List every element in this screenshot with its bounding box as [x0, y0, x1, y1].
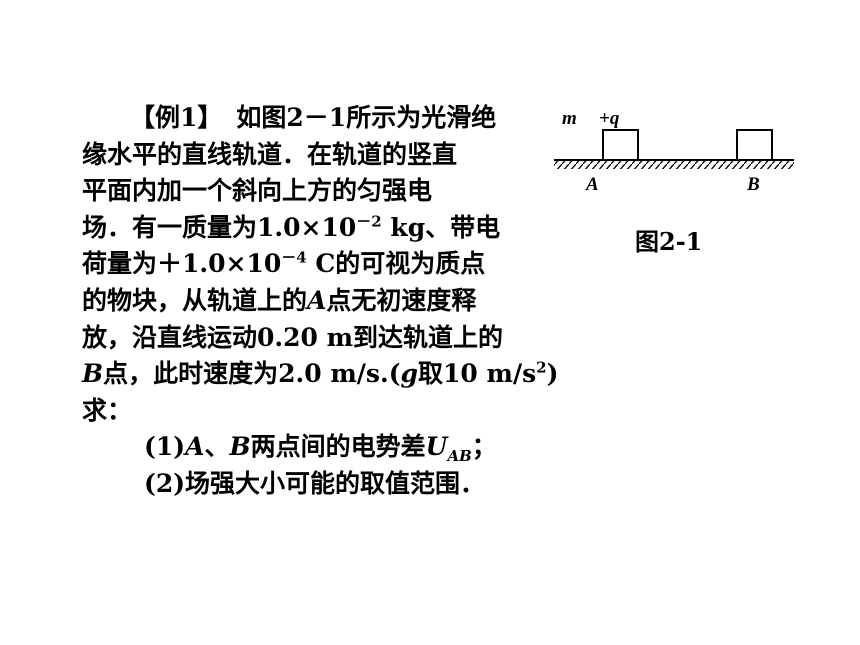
question-1-point-b: B: [229, 432, 251, 462]
problem-line-6-start: 的物块，从轨道上的: [82, 285, 308, 315]
potential-difference-subscript: AB: [447, 447, 472, 466]
question-2: (2)场强大小可能的取值范围．: [144, 468, 486, 498]
charge-label: +q: [599, 108, 620, 129]
track-hatching: [554, 161, 794, 169]
question-1: (1)A、B两点间的电势差UAB；: [82, 429, 552, 466]
track-figure: m +q A B: [554, 108, 794, 195]
problem-text: 【例1】如图2－1所示为光滑绝 缘水平的直线轨道．在轨道的竖直 平面内加一个斜向…: [82, 100, 558, 503]
charge-unit-text: C的可视为质点: [306, 249, 486, 279]
point-b-variable: B: [82, 359, 104, 389]
problem-line-4: 场．有一质量为1.0×10－2 kg、带电: [82, 210, 552, 247]
question-1-separator: 、: [204, 432, 230, 462]
problem-line-9: 求：: [82, 395, 133, 425]
point-a-label: A: [585, 174, 599, 195]
charge-exponent: －4: [281, 249, 307, 268]
problem-line-3: 平面内加一个斜向上方的匀强电: [82, 176, 433, 206]
point-b-label: B: [746, 174, 760, 195]
problem-line-6: 的物块，从轨道上的A点无初速度释: [82, 283, 552, 320]
mass-text: 场．有一质量为1.0×10: [82, 212, 357, 242]
point-a-variable: A: [307, 285, 327, 315]
block-a: [602, 129, 639, 161]
mass-unit-text: kg、带电: [381, 212, 501, 242]
problem-line-6-end: 点无初速度释: [326, 285, 477, 315]
gravity-value-text: 取10 m/s: [418, 359, 537, 389]
block-b: [736, 129, 773, 161]
potential-difference-symbol: U: [425, 432, 448, 462]
gravity-close-paren: ): [546, 359, 559, 389]
speed-text: 点，此时速度为2.0 m/s.(: [103, 359, 401, 389]
question-1-end: ；: [471, 432, 497, 462]
question-1-text: 两点间的电势差: [250, 432, 426, 462]
gravity-variable: g: [400, 359, 419, 389]
problem-line-5: 荷量为＋1.0×10－4 C的可视为质点: [82, 246, 552, 283]
problem-line-1-text: 如图2－1所示为光滑绝: [236, 103, 497, 132]
gravity-exponent: 2: [536, 358, 547, 377]
problem-line-2: 缘水平的直线轨道．在轨道的竖直: [82, 139, 458, 169]
figure-caption: 图2-1: [635, 227, 703, 256]
mass-label: m: [562, 108, 577, 129]
question-1-number: (1): [144, 432, 186, 462]
question-1-point-a: A: [185, 432, 205, 462]
charge-text: 荷量为＋1.0×10: [82, 249, 282, 279]
problem-line-7: 放，沿直线运动0.20 m到达轨道上的: [82, 322, 504, 352]
problem-line-8: B点，此时速度为2.0 m/s.(g取10 m/s2): [82, 356, 558, 393]
mass-exponent: －2: [356, 212, 382, 231]
problem-line-1: 【例1】如图2－1所示为光滑绝: [82, 100, 552, 137]
example-tag: 【例1】: [130, 103, 223, 132]
